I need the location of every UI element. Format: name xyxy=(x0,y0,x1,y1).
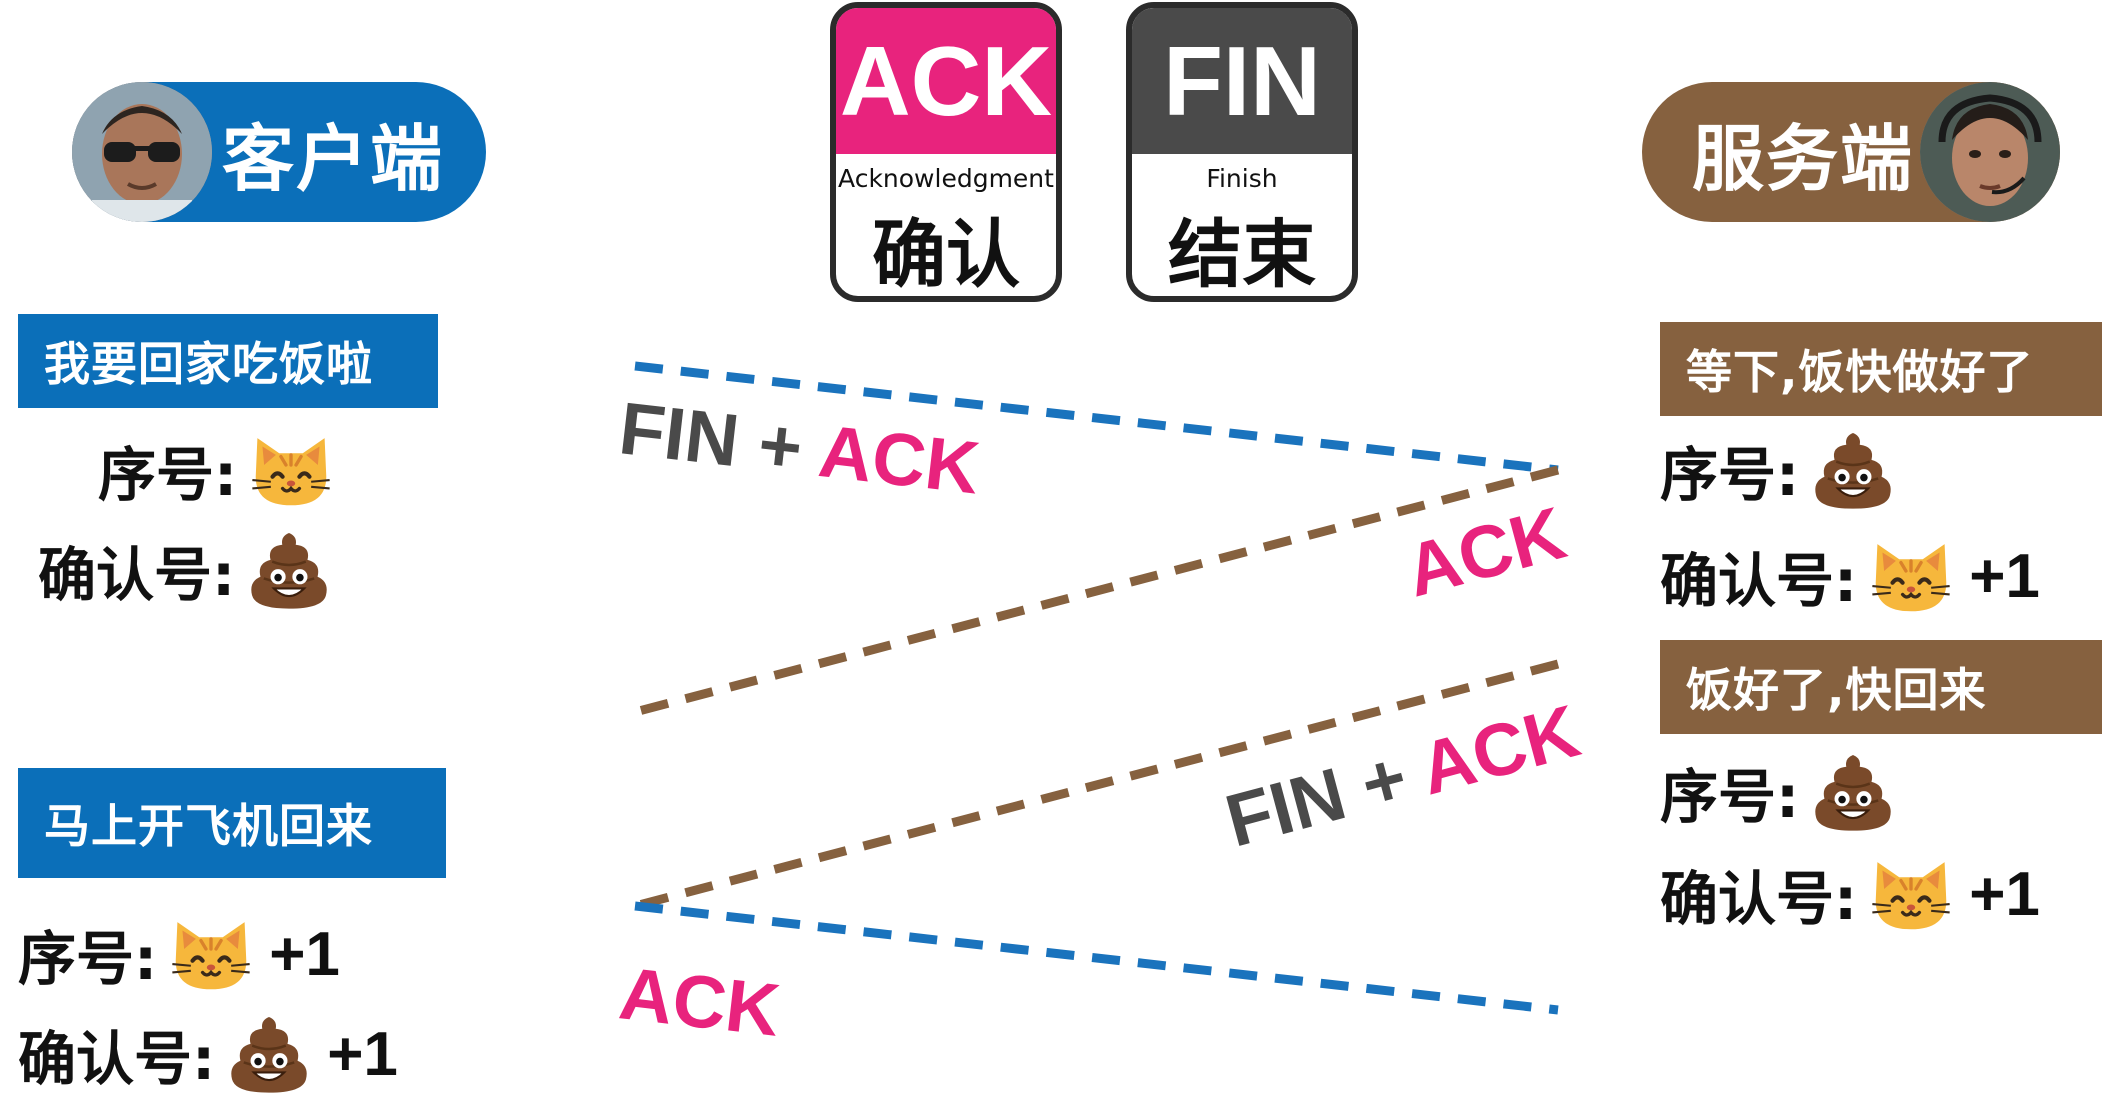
client-person-icon xyxy=(72,82,212,222)
client-ack-row-1: 确认号: xyxy=(38,528,331,612)
server-speech-banner-2: 饭好了,快回来 xyxy=(1660,640,2102,734)
ack-text: ACK xyxy=(814,408,984,510)
client-speech-banner-1: 我要回家吃饭啦 xyxy=(18,314,438,408)
client-seq-row-2: 序号: +1 xyxy=(18,912,340,996)
ack-text: ACK xyxy=(615,951,784,1052)
server-label: 服务端 xyxy=(1692,116,1915,201)
client-avatar xyxy=(72,82,212,222)
server-avatar xyxy=(1920,82,2060,222)
ack-code: ACK xyxy=(836,8,1056,154)
fin-text: FIN xyxy=(615,386,744,483)
client-seq-label: 序号: xyxy=(98,441,238,509)
server-ack-label: 确认号: xyxy=(1660,865,1858,933)
ack-chinese: 确认 xyxy=(872,212,1020,298)
ack-full-name: Acknowledgment xyxy=(838,164,1054,193)
server-seq-label: 序号: xyxy=(1660,763,1800,831)
server-role-pill: 服务端 xyxy=(1642,82,2060,222)
label-ack-4: ACK xyxy=(615,950,784,1053)
client-seq-row-1: 序号: xyxy=(98,428,333,512)
server-ack-line xyxy=(633,465,1560,717)
client-seq-label: 序号: xyxy=(18,925,158,993)
server-ack-row-2: 确认号: +1 xyxy=(1660,852,2040,936)
server-seq-row-1: 序号: xyxy=(1660,428,1895,512)
client-label: 客户端 xyxy=(222,116,445,201)
server-seq-row-2: 序号: xyxy=(1660,750,1895,834)
server-seq-label: 序号: xyxy=(1660,441,1800,509)
plus-one: +1 xyxy=(1969,859,2040,929)
server-ack-label: 确认号: xyxy=(1660,547,1858,615)
server-person-icon xyxy=(1920,82,2060,222)
client-role-pill: 客户端 xyxy=(72,82,486,222)
ack-flag-card: ACK Acknowledgment 确认 xyxy=(830,2,1062,302)
plus-one: +1 xyxy=(1969,541,2040,611)
client-ack-row-2: 确认号: +1 xyxy=(18,1012,398,1096)
server-fin-line xyxy=(633,659,1560,911)
plus-text: + xyxy=(1352,735,1416,827)
fin-flag-card: FIN Finish 结束 xyxy=(1126,2,1358,302)
client-speech-banner-2: 马上开飞机回来 xyxy=(18,768,446,878)
server-ack-row-1: 确认号: +1 xyxy=(1660,534,2040,618)
plus-one: +1 xyxy=(327,1019,398,1089)
client-ack-label: 确认号: xyxy=(38,541,236,609)
fin-full-name: Finish xyxy=(1206,164,1278,193)
server-speech-banner-1: 等下,饭快做好了 xyxy=(1660,322,2102,416)
fin-chinese: 结束 xyxy=(1168,212,1316,298)
fin-code: FIN xyxy=(1132,8,1352,154)
plus-one: +1 xyxy=(269,919,340,989)
plus-text: + xyxy=(754,402,807,490)
client-ack-label: 确认号: xyxy=(18,1025,216,1093)
client-fin-line xyxy=(634,361,1559,475)
client-ack-line xyxy=(634,901,1559,1015)
